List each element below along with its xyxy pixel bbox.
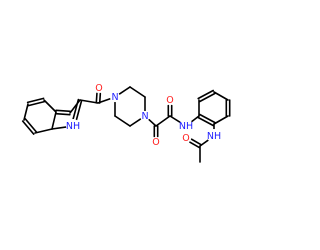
bond-p5-p6 [114,115,131,127]
atom-label-o4: O [182,133,189,144]
bond-c5-c6 [23,103,29,121]
bond-r2-r3 [213,115,229,125]
atom-label-nh_amide: NH [179,121,193,132]
atom-nh_amide: NH [179,119,193,133]
bond-c1-o1-b [95,92,98,104]
atom-label-background [151,137,161,147]
bond-n2-p5 [129,118,142,127]
atom-n2: N [140,111,150,122]
atom-o4: O [181,133,191,144]
atom-label-background [94,83,104,93]
atom-nh_indole: NH [66,119,80,133]
atom-label-nh_acetamide: NH [207,131,221,142]
bond-r4-r5 [213,91,229,101]
atom-label-n1: N [111,92,118,103]
bond-nh_indole-c2-b [71,98,80,122]
bond-c7-c7a [34,128,53,134]
atom-label-background [165,95,175,105]
bond-c6-c7-b [24,118,38,133]
bond-c4-c5-b [27,100,46,107]
bond-n2-ca [148,118,157,127]
atom-n1: N [110,92,120,103]
bond-ca-cb [155,115,171,127]
bond-nh_indole-c2-a [75,99,83,122]
atom-label-background [179,119,193,133]
bond-c7a-nh_indole [51,125,69,130]
atom-o3: O [165,95,175,106]
atom-label-nh_indole: NH [66,121,80,132]
bond-c3a-c4 [43,99,57,113]
atom-o1: O [94,83,104,94]
bond-c6-c7-a [21,120,35,135]
atom-label-o2: O [152,137,159,148]
bond-layer [21,86,231,163]
bond-nh_acetamide-ac [199,138,211,147]
atom-label-background [207,129,221,143]
bond-p2-p3 [129,86,146,98]
bond-c3-c3a-b [55,112,71,116]
bond-c1-n1 [97,98,111,104]
bond-ac-o4-b [189,141,200,149]
bond-ac-o4-a [190,138,202,146]
atom-label-background [66,119,80,133]
atom-label-n2: N [141,111,148,122]
atom-label-background [181,133,191,143]
bond-r5-r6-a [197,89,214,100]
bond-c2-c1 [79,99,99,104]
atom-label-o1: O [95,83,102,94]
bond-cb-nh_amide [169,115,183,124]
bond-n1-p2 [118,86,131,95]
bond-r1-r2-a [197,116,214,127]
atom-label-background [140,111,150,121]
atom-o2: O [151,137,161,148]
bond-r1-r2-b [199,113,216,124]
atom-label-background [110,92,120,102]
bond-c3-c3a-a [55,109,71,113]
bond-r5-r6-b [199,92,216,103]
bond-c4-c5-a [26,97,45,104]
bond-c3a-c7a [51,111,57,130]
atom-nh_acetamide: NH [207,129,221,143]
atom-label-o3: O [166,95,173,106]
